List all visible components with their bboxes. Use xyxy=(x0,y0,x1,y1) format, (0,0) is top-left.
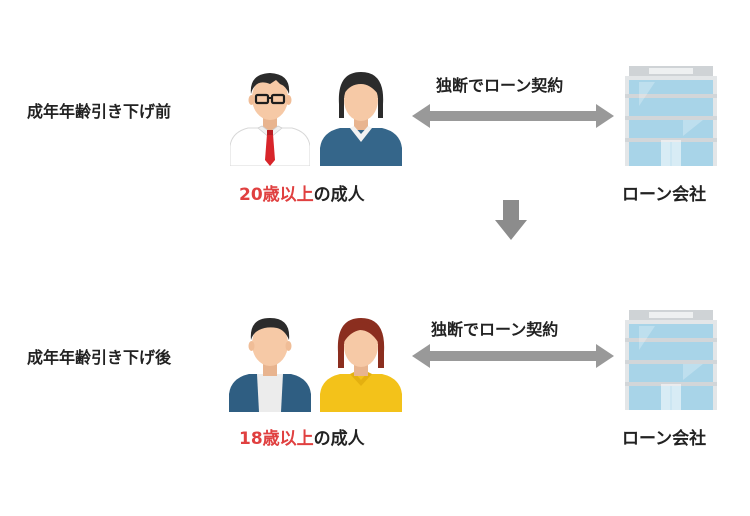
contract-label-before: 独断でローン契約 xyxy=(436,76,564,95)
office-building-icon xyxy=(625,310,717,410)
office-building-icon xyxy=(625,66,717,166)
age-highlight: 20歳以上 xyxy=(239,185,314,205)
row-label-before: 成年年齢引き下げ前 xyxy=(27,102,172,121)
down-arrow-icon xyxy=(495,200,527,240)
company-label-after: ローン会社 xyxy=(622,429,707,449)
double-arrow-icon xyxy=(412,104,614,128)
double-arrow-icon xyxy=(412,344,614,368)
company-label-before: ローン会社 xyxy=(622,185,707,205)
woman-navy-icon xyxy=(320,72,402,166)
young-man-icon xyxy=(229,318,311,412)
age-caption-after: 18歳以上の成人 xyxy=(239,424,365,449)
contract-label-after: 独断でローン契約 xyxy=(431,320,559,339)
age-highlight: 18歳以上 xyxy=(239,429,314,449)
age-caption-before: 20歳以上の成人 xyxy=(239,180,365,205)
young-woman-icon xyxy=(320,318,402,412)
row-label-after: 成年年齢引き下げ後 xyxy=(27,348,172,367)
age-caption-rest: の成人 xyxy=(313,429,365,449)
man-with-glasses-icon xyxy=(230,73,310,166)
age-caption-rest: の成人 xyxy=(313,185,365,205)
